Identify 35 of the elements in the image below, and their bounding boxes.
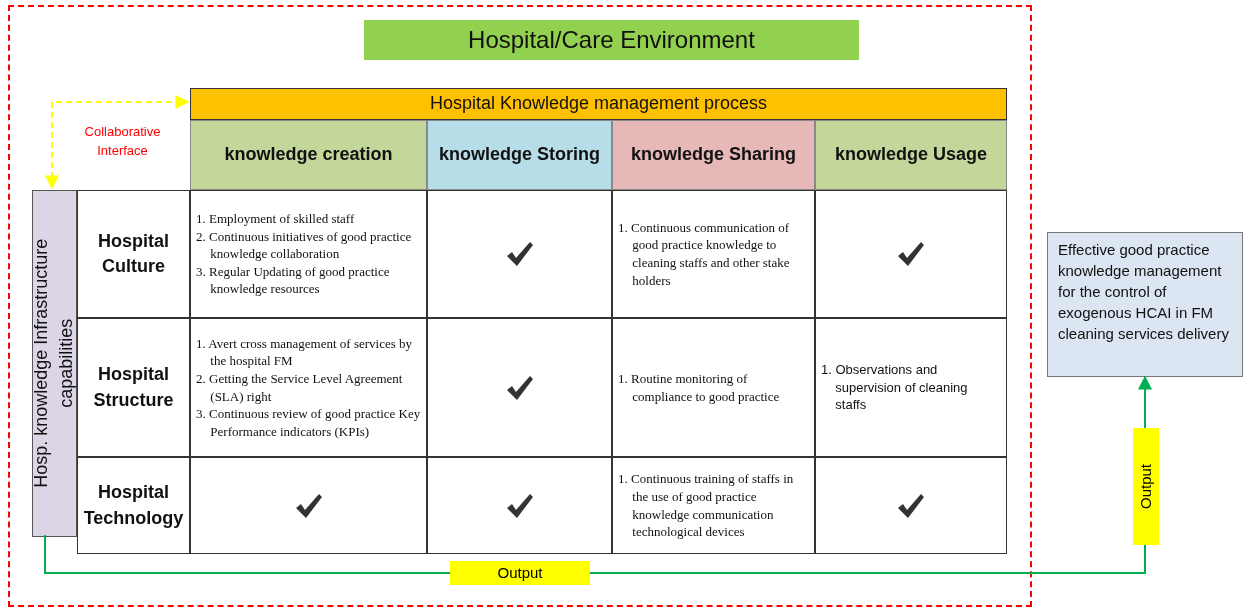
list-item: 1. Routine monitoring of compliance to good practice (618, 369, 781, 406)
list-item: 1. Employment of skilled staff (196, 210, 356, 228)
list-item: 1. Continuous training of staffs in the use of good practice knowledge communication technological devices (618, 470, 795, 541)
column-header (427, 120, 612, 190)
row-header (77, 457, 190, 554)
edge-label: Output (450, 561, 590, 585)
header-text: Hospital Structure (92, 363, 175, 412)
header-text: Hospital Culture (97, 229, 170, 278)
outcome-box (1047, 232, 1243, 377)
header-text: knowledge Storing (439, 143, 600, 167)
sidebar-label: Hosp. knowledge Infrastructure capabilities (30, 237, 78, 491)
row-header (77, 190, 190, 318)
title-banner: Hospital/Care Environment (364, 20, 859, 60)
header-text: Hospital Knowledge management process (429, 92, 768, 116)
column-header (612, 120, 815, 190)
row-header (77, 318, 190, 457)
interface-label: Collaborative Interface (83, 123, 162, 160)
column-header (815, 120, 1007, 190)
header-text: knowledge Sharing (631, 143, 796, 167)
infrastructure-sidebar (32, 190, 77, 537)
list-item: 3. Regular Updating of good practice knowledge resources (196, 262, 391, 298)
list-item: 1. Observations and supervision of cleaning staffs (821, 361, 969, 414)
header-text: knowledge creation (224, 143, 393, 167)
list-item: 1. Continuous communication of good practice knowledge to cleaning staffs and other stake holders (618, 218, 791, 290)
list-item: 1. Avert cross management of services by the hospital FM (196, 334, 413, 370)
column-header (190, 120, 427, 190)
header-text: Hospital Technology (82, 481, 185, 530)
outcome-text: Effective good practice knowledge management for the control of exogenous HCAI in FM cleaning services delivery (1058, 240, 1230, 344)
list-item: 2. Continuous initiatives of good practice knowledge collaboration (196, 227, 413, 263)
process-header-bar (190, 88, 1007, 120)
output-label: Output (1133, 428, 1159, 545)
list-item: 3. Continuous review of good practice Key Performance indicators (KPIs) (196, 405, 421, 441)
header-text: knowledge Usage (834, 143, 987, 167)
environment-boundary (8, 5, 1032, 607)
list-item: 2. Getting the Service Level Agreement (SLA) right (196, 369, 404, 406)
